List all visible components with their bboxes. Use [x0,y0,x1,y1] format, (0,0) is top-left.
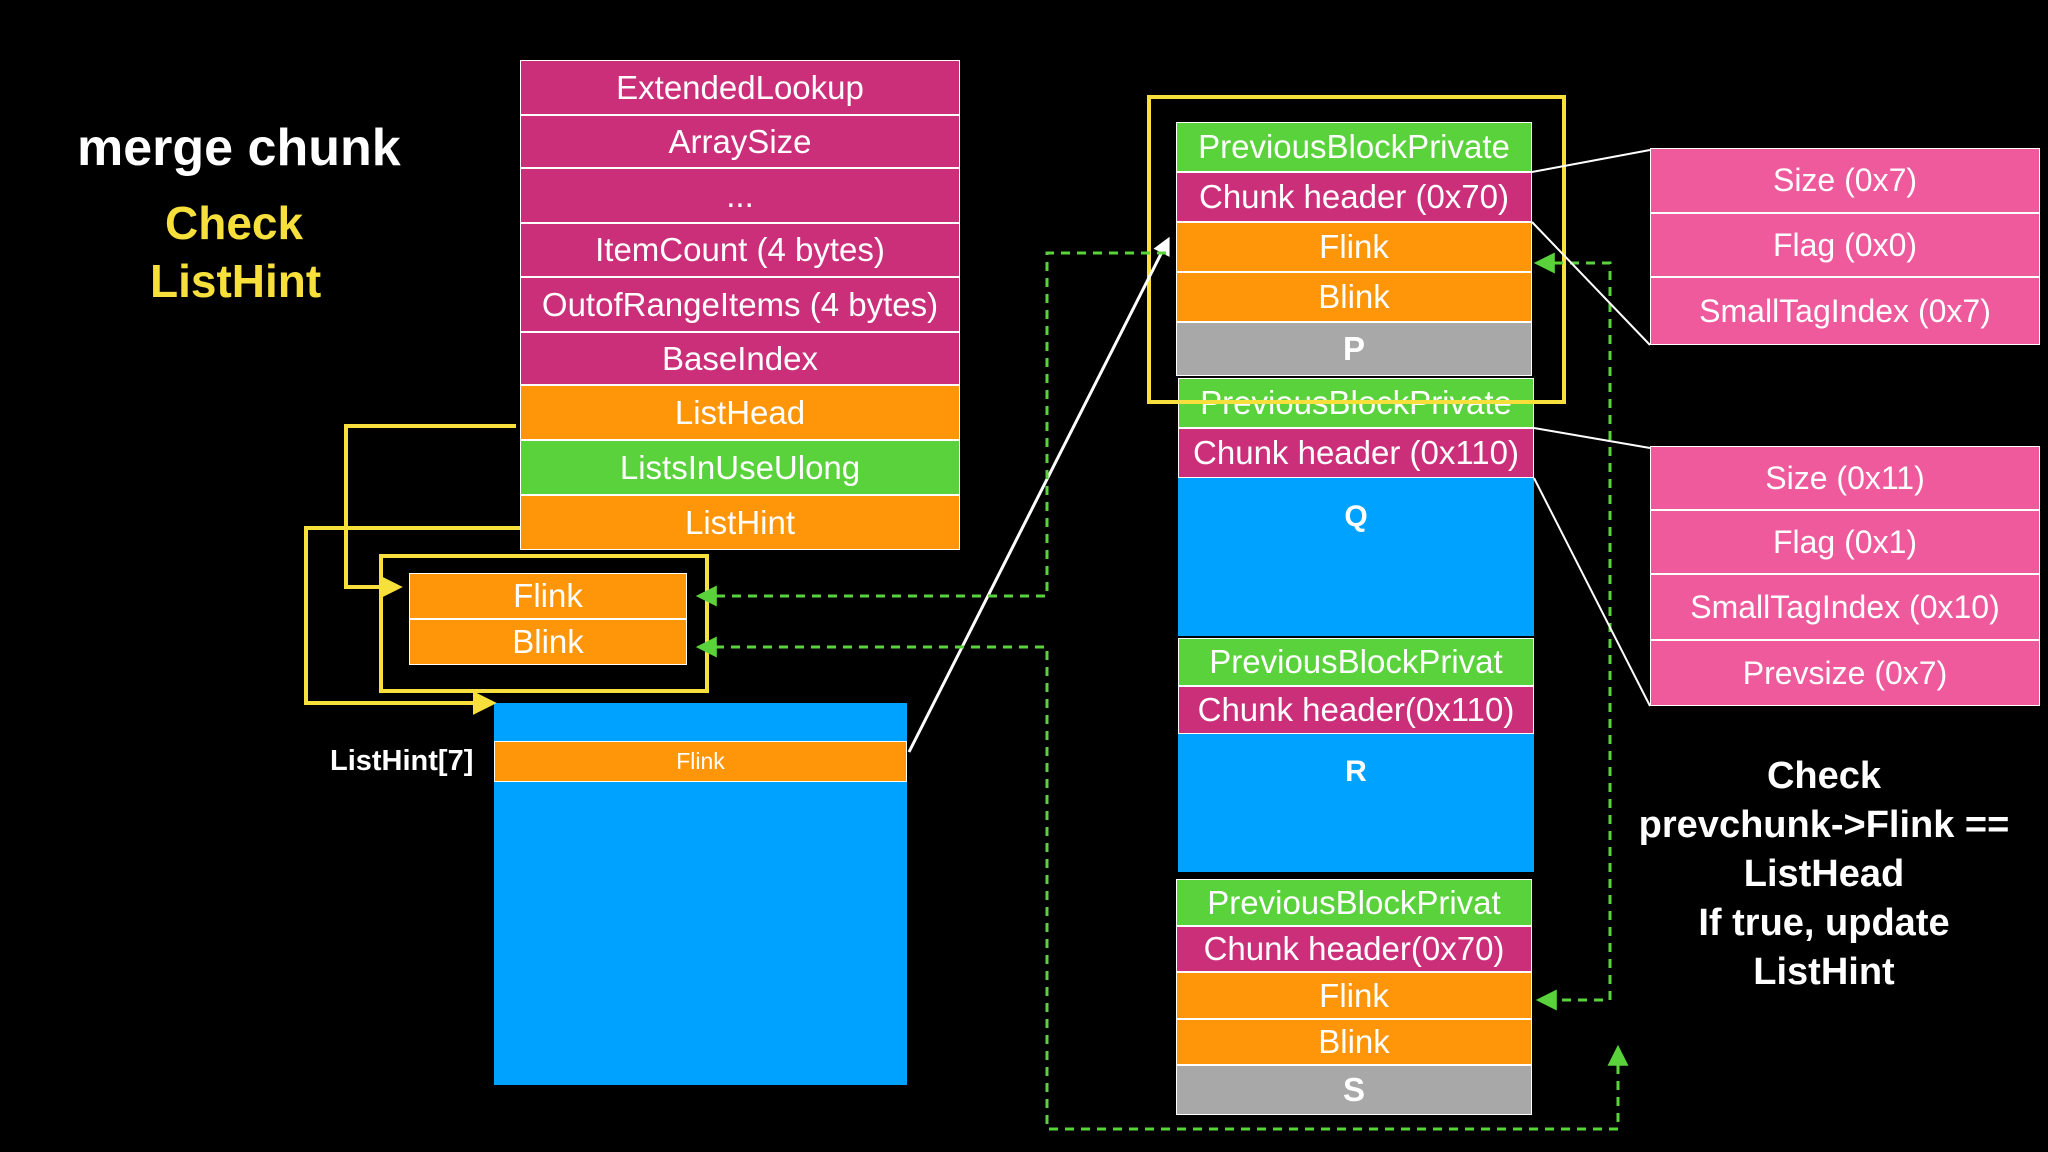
chunk-s-body: S [1176,1065,1532,1115]
header-q-flag: Flag (0x1) [1650,510,2040,574]
note-line-4: If true, update [1698,902,1950,944]
subtitle-listhint: ListHint [150,255,322,307]
header-q-callout-bottom [1533,477,1651,707]
p-flink-to-listhead-arrow [695,251,1166,607]
note-line-2: prevchunk->Flink == [1638,804,2010,846]
p-blink-to-s-flink-arrow [1533,252,1612,1011]
header-q-callout-top [1533,427,1651,449]
chunk-p-blink: Blink [1176,272,1532,322]
highlight-box-p [1147,95,1566,404]
note-line-5: ListHint [1753,951,1895,993]
listhead-to-entry-arrow [344,424,516,599]
header-q-small-tag-index: SmallTagIndex (0x10) [1650,574,2040,640]
page-title: merge chunk [77,119,401,177]
listhead-flink: Flink [409,573,687,619]
subtitle-check: Check [165,197,304,249]
listhead-blink: Blink [409,619,687,665]
chunk-q-body [1178,478,1534,636]
highlight-box-listhead [379,554,709,693]
struct-extended-lookup: ExtendedLookup [520,60,960,115]
struct-list-head: ListHead [520,385,960,440]
header-q-prevsize: Prevsize (0x7) [1650,640,2040,706]
check-note: Check prevchunk->Flink == ListHead If tr… [1600,752,2048,997]
header-p-callout-bottom [1531,221,1651,346]
chunk-p-flink: Flink [1176,222,1532,272]
header-p-small-tag-index: SmallTagIndex (0x7) [1650,277,2040,345]
struct-lists-in-use-ulong: ListsInUseUlong [520,440,960,495]
header-p-size: Size (0x7) [1650,148,2040,213]
struct-out-of-range-items: OutofRangeItems (4 bytes) [520,277,960,332]
chunk-p-header: Chunk header (0x70) [1176,172,1532,222]
chunk-q-header: Chunk header (0x110) [1178,428,1534,478]
chunk-q-label: Q [1344,500,1368,533]
listhint-7-label: ListHint[7] [330,745,474,777]
listhint-flink-pointer [907,236,1170,753]
struct-list-hint: ListHint [520,495,960,550]
header-p-flag: Flag (0x0) [1650,213,2040,277]
struct-ellipsis: ... [520,168,960,223]
struct-array-size: ArraySize [520,115,960,168]
s-blink-to-listhead-arrow [695,636,1629,1131]
chunk-p-body: P [1176,322,1532,376]
listhint-to-array-arrow [304,526,520,715]
struct-base-index: BaseIndex [520,332,960,385]
header-q-size: Size (0x11) [1650,446,2040,510]
header-p-callout-top [1531,149,1651,173]
chunk-p-prev-block: PreviousBlockPrivate [1176,122,1532,172]
note-line-3: ListHead [1743,853,1905,895]
struct-item-count: ItemCount (4 bytes) [520,223,960,277]
note-line-1: Check [1766,755,1882,797]
